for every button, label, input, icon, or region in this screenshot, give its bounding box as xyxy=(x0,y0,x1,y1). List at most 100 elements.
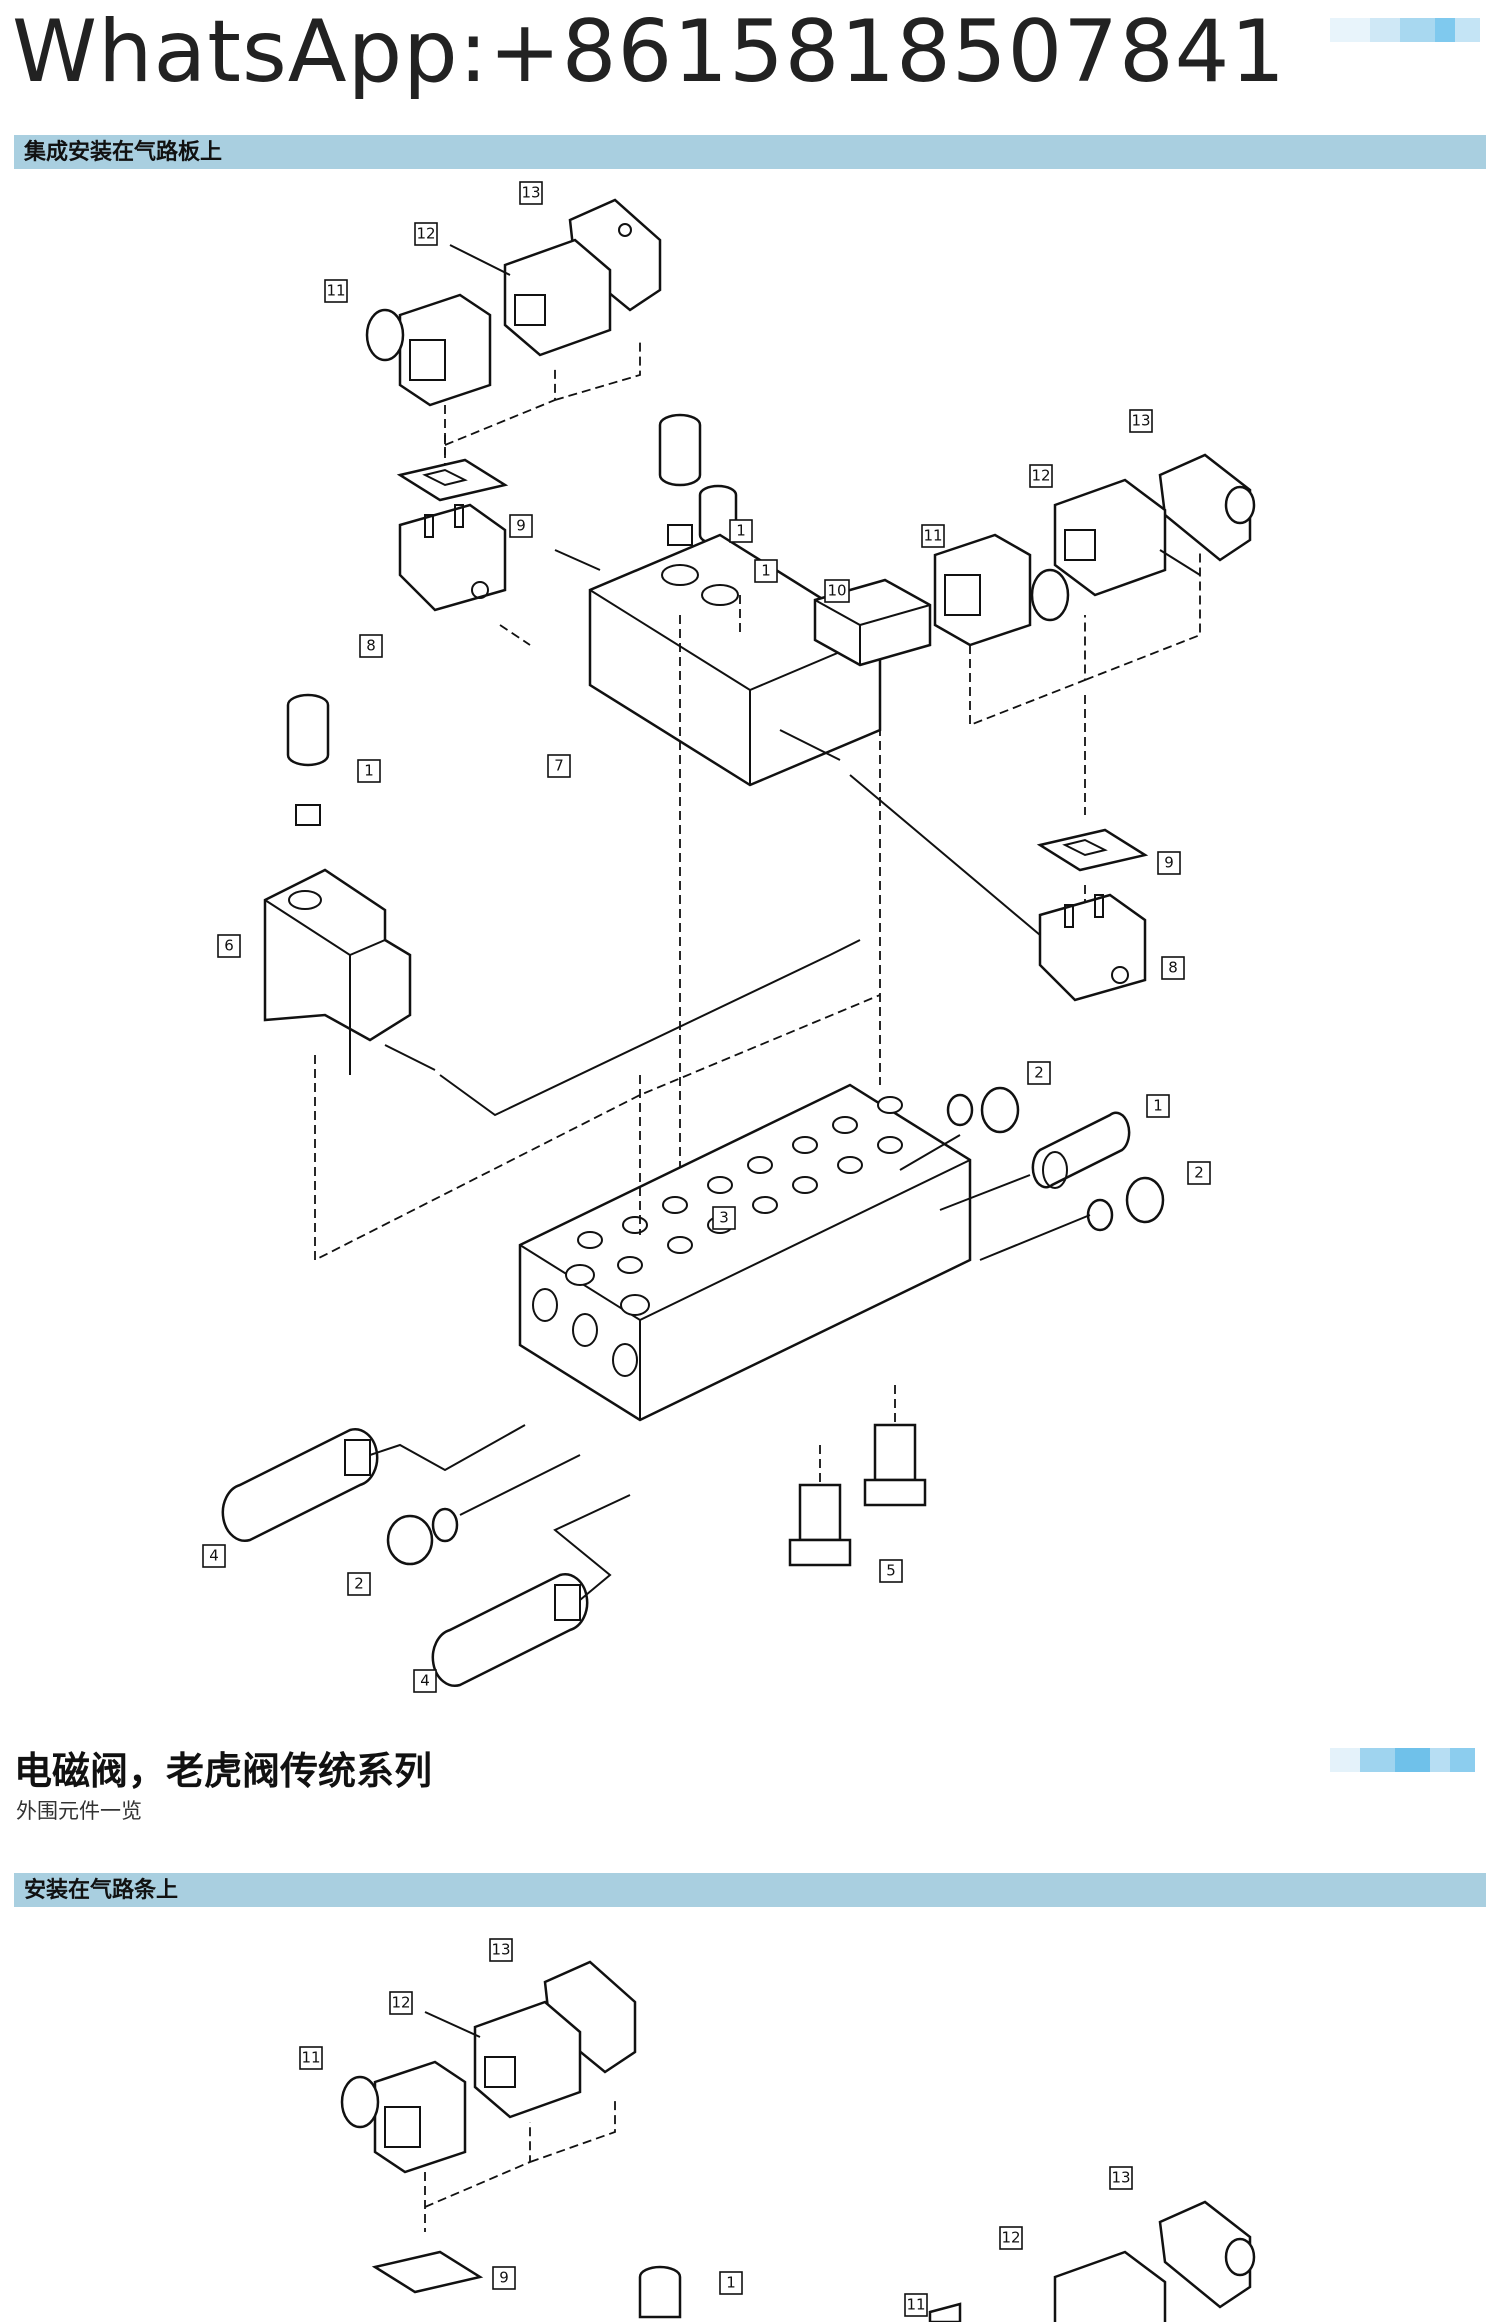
callout-6: 6 xyxy=(217,934,241,958)
svg-text:1: 1 xyxy=(1153,1097,1163,1115)
callout-2-b: 2 xyxy=(1187,1161,1211,1185)
svg-text:7: 7 xyxy=(554,757,564,775)
svg-text:12: 12 xyxy=(1031,467,1050,485)
svg-text:13: 13 xyxy=(521,184,540,202)
svg-text:8: 8 xyxy=(1168,959,1178,977)
callout-11-b2-a: 11 xyxy=(299,2046,323,2070)
exploded-diagram-rail-mount: .part { fill:#fff; stroke:#111; stroke-w… xyxy=(299,1938,1256,2322)
plug-socket-12-right xyxy=(1053,478,1201,597)
callout-9-b: 9 xyxy=(1157,851,1181,875)
seal-9-right xyxy=(1036,828,1149,872)
callout-7: 7 xyxy=(547,754,571,778)
svg-text:2: 2 xyxy=(1034,1064,1044,1082)
svg-text:4: 4 xyxy=(420,1672,430,1690)
page-title-valve-series: 电磁阀，老虎阀传统系列 xyxy=(14,1748,433,1793)
page-subtitle: 外围元件一览 xyxy=(16,1799,142,1823)
svg-text:3: 3 xyxy=(719,1209,729,1227)
plug-socket-11-left xyxy=(365,293,492,407)
plug-socket-13-right xyxy=(1158,453,1256,562)
svg-text:1: 1 xyxy=(726,2274,736,2292)
svg-text:2: 2 xyxy=(354,1575,364,1593)
plug-socket-12-b2-right xyxy=(1053,2250,1167,2322)
plug-socket-13-b2-right xyxy=(1158,2200,1256,2309)
solenoid-coil-8-left xyxy=(398,503,507,612)
svg-text:13: 13 xyxy=(491,1941,510,1959)
svg-text:11: 11 xyxy=(906,2296,925,2314)
callout-2-a: 2 xyxy=(1027,1061,1051,1085)
svg-text:4: 4 xyxy=(209,1547,219,1565)
svg-text:2: 2 xyxy=(1194,1164,1204,1182)
callout-9-b2: 9 xyxy=(492,2266,516,2290)
exploded-diagram-manifold-mount: .part { fill:#fff; stroke:#111; stroke-w… xyxy=(202,181,1256,1693)
svg-text:9: 9 xyxy=(516,517,526,535)
callout-1-b: 1 xyxy=(754,559,778,583)
callout-1-c: 1 xyxy=(357,759,381,783)
svg-text:5: 5 xyxy=(886,1562,896,1580)
callout-11-b: 11 xyxy=(921,524,945,548)
svg-text:11: 11 xyxy=(301,2049,320,2067)
callout-12-b2-b: 12 xyxy=(999,2226,1023,2250)
section-heading-rail: 安装在气路条上 xyxy=(14,1873,1486,1907)
svg-text:1: 1 xyxy=(761,562,771,580)
plug-socket-12-b2 xyxy=(424,2000,582,2119)
solenoid-valve-7 xyxy=(554,533,882,787)
callout-2-c: 2 xyxy=(347,1572,371,1596)
section-heading-manifold: 集成安装在气路板上 xyxy=(14,135,1486,169)
callout-1-a: 1 xyxy=(729,519,753,543)
callout-8-b: 8 xyxy=(1161,956,1185,980)
plug-socket-12-left xyxy=(449,238,612,357)
whatsapp-contact: WhatsApp:+8615818507841 xyxy=(12,2,1287,102)
svg-text:13: 13 xyxy=(1111,2169,1130,2187)
svg-text:12: 12 xyxy=(391,1994,410,2012)
callout-12-b2-a: 12 xyxy=(389,1991,413,2015)
callout-1-d: 1 xyxy=(1146,1094,1170,1118)
svg-text:13: 13 xyxy=(1131,412,1150,430)
svg-text:1: 1 xyxy=(364,762,374,780)
push-in-fitting-1d xyxy=(1031,1111,1131,1189)
decorative-color-strip-bottom xyxy=(1330,1748,1475,1772)
callout-1-b2: 1 xyxy=(719,2271,743,2295)
svg-text:6: 6 xyxy=(224,937,234,955)
push-in-fitting-1a xyxy=(658,413,702,546)
callout-11-b2-b: 11 xyxy=(904,2293,928,2317)
callout-9-a: 9 xyxy=(509,514,533,538)
decorative-color-strip-top xyxy=(1330,18,1480,42)
svg-text:12: 12 xyxy=(1001,2229,1020,2247)
plug-socket-11-b2-right xyxy=(928,2302,962,2322)
push-in-fitting-1-b2 xyxy=(638,2265,682,2319)
plug-socket-11-right xyxy=(933,533,1070,647)
callout-11-a: 11 xyxy=(324,279,348,303)
seal-9-b2 xyxy=(371,2250,484,2294)
push-in-fitting-1c xyxy=(286,693,330,826)
svg-text:12: 12 xyxy=(416,225,435,243)
fitting-5-b xyxy=(863,1423,927,1507)
solenoid-valve-6 xyxy=(263,868,436,1075)
svg-text:11: 11 xyxy=(326,282,345,300)
callout-8-a: 8 xyxy=(359,634,383,658)
silencer-4-left xyxy=(221,1428,379,1542)
svg-text:1: 1 xyxy=(736,522,746,540)
callout-13-b: 13 xyxy=(1129,409,1153,433)
plug-2-right-bottom xyxy=(1086,1176,1165,1232)
plug-socket-11-b2 xyxy=(340,2060,467,2174)
solenoid-coil-8-right xyxy=(1038,893,1147,1002)
callout-10: 10 xyxy=(824,579,850,603)
callout-12-b: 12 xyxy=(1029,464,1053,488)
callout-3: 3 xyxy=(712,1206,736,1230)
callout-4-a: 4 xyxy=(202,1544,226,1568)
callout-12-a: 12 xyxy=(414,222,438,246)
callout-4-b: 4 xyxy=(413,1669,437,1693)
callout-5: 5 xyxy=(879,1559,903,1583)
callout-13-a: 13 xyxy=(519,181,543,205)
fitting-5-a xyxy=(788,1483,852,1567)
svg-text:9: 9 xyxy=(499,2269,509,2287)
plug-2-bottom-left xyxy=(386,1507,459,1566)
seal-9-left xyxy=(396,458,509,502)
plug-2-right-top xyxy=(946,1086,1020,1134)
callout-13-b2-b: 13 xyxy=(1109,2166,1133,2190)
svg-text:8: 8 xyxy=(366,637,376,655)
manifold-block-3 xyxy=(518,1083,972,1422)
svg-text:10: 10 xyxy=(827,582,846,600)
svg-text:11: 11 xyxy=(923,527,942,545)
callout-13-b2-a: 13 xyxy=(489,1938,513,1962)
